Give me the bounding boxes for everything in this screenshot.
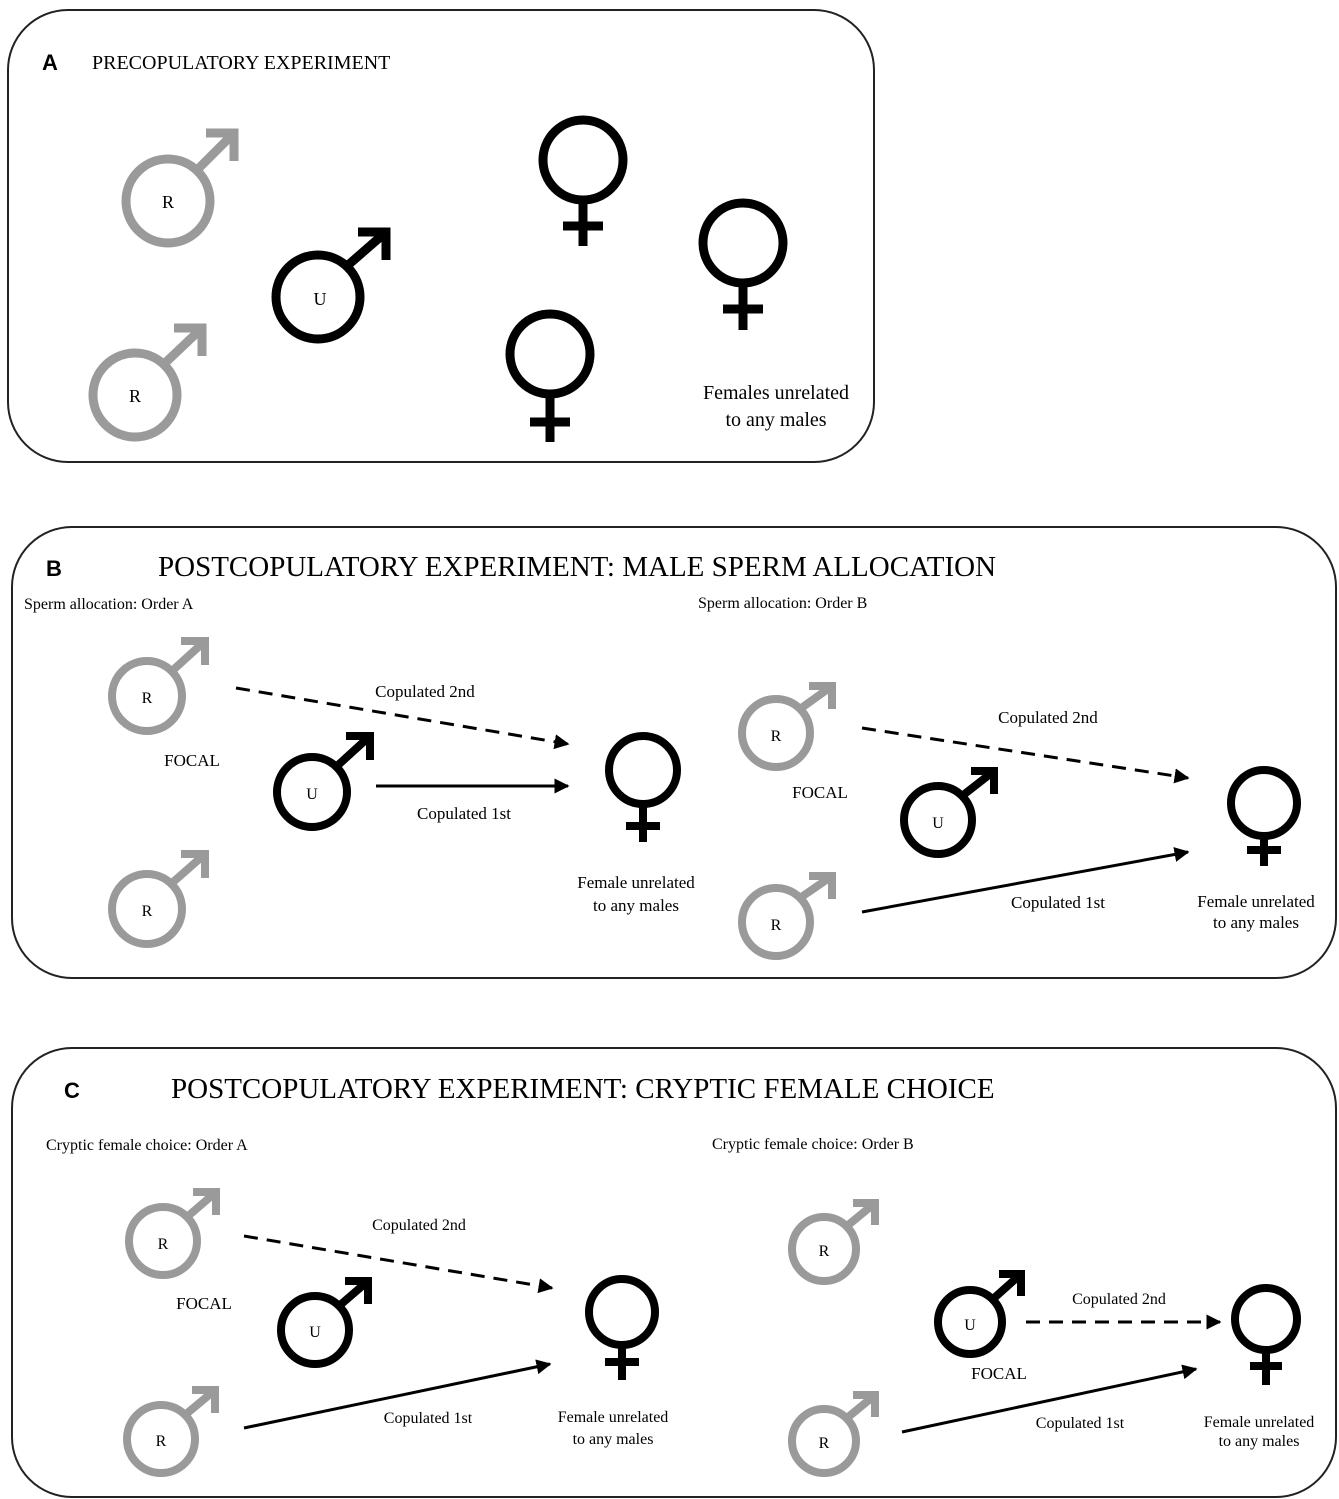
female-symbol	[585, 1275, 659, 1380]
female-caption: to any males	[593, 896, 679, 915]
arrow-label-second: Copulated 2nd	[998, 708, 1098, 727]
male-unrelated-symbol	[900, 767, 998, 858]
female-symbol	[605, 732, 681, 842]
panel-c: C POSTCOPULATORY EXPERIMENT: CRYPTIC FEM…	[11, 1047, 1337, 1498]
male-label: R	[162, 192, 174, 212]
female-caption: to any males	[573, 1431, 654, 1448]
female-caption: Females unrelated	[703, 382, 849, 404]
male-related-symbol	[108, 637, 209, 735]
panel-b-right-subtitle: Sperm allocation: Order B	[698, 595, 867, 612]
male-label: U	[964, 1317, 976, 1334]
arrow-copulated-first	[861, 847, 1190, 914]
male-related-symbol	[123, 1386, 219, 1477]
panel-c-title: POSTCOPULATORY EXPERIMENT: CRYPTIC FEMAL…	[171, 1073, 995, 1105]
female-symbol	[505, 309, 595, 442]
male-label: R	[142, 690, 153, 707]
male-related-symbol	[108, 850, 209, 948]
male-related-symbol	[738, 872, 836, 960]
female-caption: to any males	[1219, 1433, 1300, 1450]
female-symbol	[698, 198, 788, 330]
female-caption: Female unrelated	[558, 1409, 669, 1426]
panel-c-left-subtitle: Cryptic female choice: Order A	[46, 1137, 248, 1154]
female-caption: to any males	[1213, 913, 1299, 932]
arrow-copulated-second	[235, 686, 570, 750]
arrow-label-second: Copulated 2nd	[1072, 1291, 1166, 1308]
female-symbol	[1227, 766, 1301, 866]
male-label: R	[819, 1435, 830, 1452]
arrow-label-first: Copulated 1st	[384, 1410, 473, 1427]
focal-label: FOCAL	[164, 751, 220, 770]
panel-a-border	[7, 9, 875, 463]
female-caption: Female unrelated	[1197, 892, 1315, 911]
male-related-symbol	[738, 682, 836, 771]
panel-a-title: PRECOPULATORY EXPERIMENT	[92, 52, 390, 74]
female-symbol	[1231, 1284, 1301, 1385]
male-related-symbol	[788, 1199, 879, 1285]
male-label: R	[158, 1236, 169, 1253]
male-label: R	[771, 917, 782, 934]
male-unrelated-symbol	[277, 1277, 372, 1368]
male-related-symbol	[125, 1188, 220, 1279]
male-related-symbol	[121, 128, 239, 248]
panel-b: B POSTCOPULATORY EXPERIMENT: MALE SPERM …	[11, 526, 1337, 979]
panel-b-title: POSTCOPULATORY EXPERIMENT: MALE SPERM AL…	[158, 551, 996, 583]
arrow-copulated-first	[243, 1359, 552, 1430]
male-related-symbol	[788, 1391, 879, 1477]
panel-a: A PRECOPULATORY EXPERIMENT R R U	[7, 9, 875, 463]
female-caption: Female unrelated	[1204, 1414, 1315, 1431]
male-label: U	[932, 815, 944, 832]
male-label: U	[306, 786, 318, 803]
focal-label: FOCAL	[971, 1364, 1027, 1383]
panel-b-left-subtitle: Sperm allocation: Order A	[24, 596, 194, 613]
arrow-label-first: Copulated 1st	[417, 804, 511, 823]
male-label: R	[819, 1243, 830, 1260]
focal-label: FOCAL	[176, 1294, 232, 1313]
male-label: U	[309, 1324, 321, 1341]
arrow-copulated-first	[901, 1364, 1198, 1434]
arrow-label-first: Copulated 1st	[1011, 893, 1105, 912]
male-label: R	[771, 728, 782, 745]
arrow-copulated-second	[243, 1234, 554, 1294]
arrow-label-second: Copulated 2nd	[375, 682, 475, 701]
male-unrelated-symbol	[273, 732, 374, 831]
female-symbol	[538, 115, 628, 246]
male-label: R	[129, 386, 141, 406]
male-label: R	[142, 903, 153, 920]
panel-a-letter: A	[42, 50, 58, 75]
arrow-copulated-second	[861, 726, 1190, 784]
panel-b-border	[11, 526, 1337, 979]
panel-c-border	[11, 1047, 1337, 1498]
panel-b-letter: B	[46, 556, 62, 581]
panel-c-letter: C	[64, 1078, 80, 1103]
male-label: U	[314, 289, 327, 309]
male-unrelated-symbol	[271, 227, 391, 344]
focal-label: FOCAL	[792, 783, 848, 802]
male-related-symbol	[88, 323, 207, 442]
female-caption: to any males	[725, 409, 826, 431]
panel-c-right-subtitle: Cryptic female choice: Order B	[712, 1136, 914, 1153]
arrow-label-second: Copulated 2nd	[372, 1217, 466, 1234]
male-unrelated-symbol	[934, 1270, 1025, 1358]
male-label: R	[156, 1433, 167, 1450]
arrow-label-first: Copulated 1st	[1036, 1415, 1125, 1432]
female-caption: Female unrelated	[577, 873, 695, 892]
